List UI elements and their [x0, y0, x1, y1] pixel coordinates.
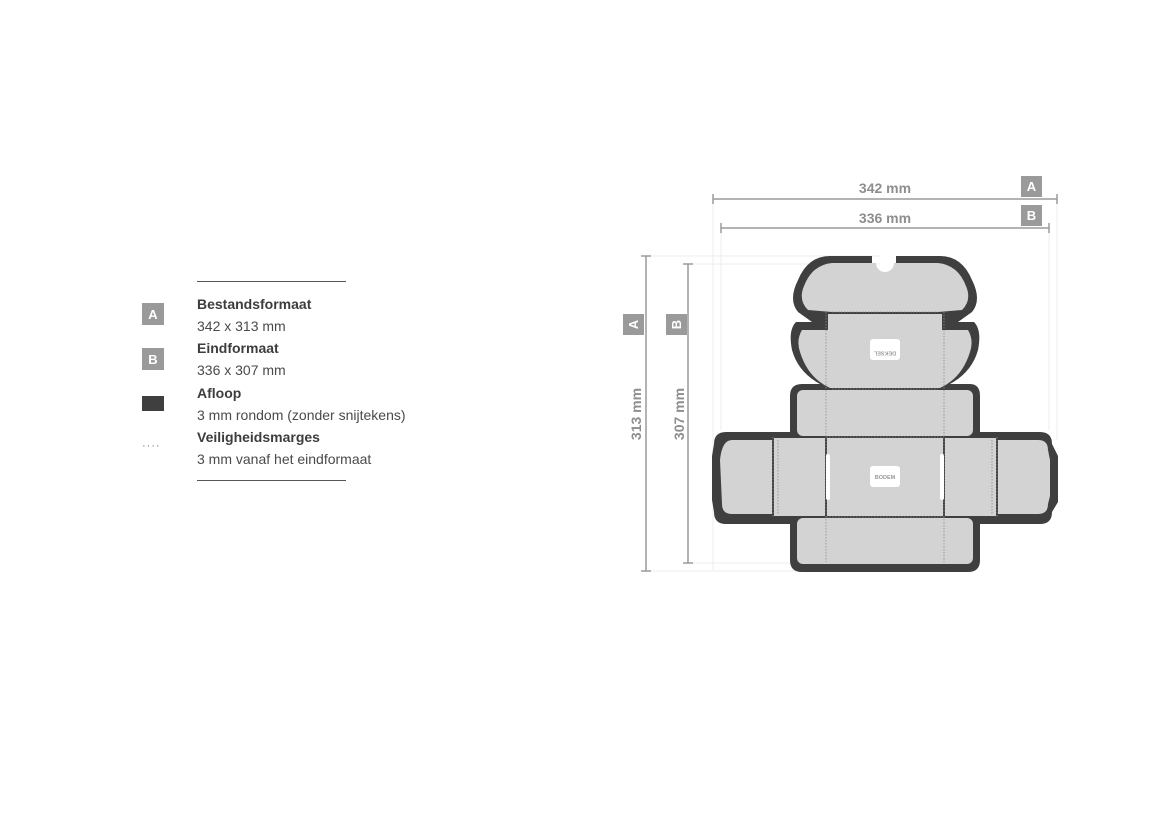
width-a-tag [1021, 176, 1042, 197]
width-b-tag-letter: B [1027, 208, 1036, 223]
legend-title-file-format: Bestandsformaat [197, 296, 312, 312]
lid-label: DEKSEL [873, 350, 896, 356]
legend-value-bleed: 3 mm rondom (zonder snijtekens) [197, 407, 406, 423]
lid-side-flap [797, 390, 973, 436]
legend-bottom-rule [197, 480, 346, 481]
height-dimension-a: A 313 mm [623, 255, 651, 572]
legend-value-final-format: 336 x 307 mm [197, 362, 286, 378]
width-dimension-b: 336 mm B [720, 205, 1050, 233]
fold-lines [772, 311, 998, 562]
front-flap-panel [797, 518, 973, 564]
legend-value-file-format: 342 x 313 mm [197, 318, 286, 334]
legend-value-safety-margins: 3 mm vanaf het eindformaat [197, 451, 372, 467]
lid-label-box [870, 339, 900, 360]
height-dimension-b: B 307 mm [666, 263, 693, 564]
legend-marker-b: B [142, 348, 164, 370]
right-side-panel-outer [998, 440, 1050, 514]
height-a-label: 313 mm [628, 388, 644, 440]
right-side-panel-inner [945, 438, 996, 516]
legend-top-rule [197, 281, 346, 282]
legend-marker-a: A [142, 303, 164, 325]
height-b-tag [666, 314, 687, 335]
bottom-label: BODEM [875, 475, 896, 481]
height-b-label: 307 mm [671, 388, 687, 440]
height-a-tag [623, 314, 644, 335]
left-side-panel-outer [720, 440, 772, 514]
legend-bleed-swatch [142, 396, 164, 411]
top-flap-panel [801, 263, 969, 312]
width-b-tag [1021, 205, 1042, 226]
width-dimension-a: 342 mm A [712, 176, 1058, 204]
bottom-label-box [870, 466, 900, 487]
left-side-panel-inner [774, 438, 825, 516]
width-b-label: 336 mm [859, 210, 911, 226]
width-a-label: 342 mm [859, 180, 911, 196]
legend-dotted-line-icon: ···· [142, 440, 161, 452]
legend-title-final-format: Eindformaat [197, 340, 279, 356]
legend-title-safety-margins: Veiligheidsmarges [197, 429, 320, 445]
height-b-tag-letter: B [669, 320, 684, 329]
height-a-tag-letter: A [626, 319, 641, 329]
width-a-tag-letter: A [1027, 179, 1037, 194]
left-tuck-slot [826, 454, 830, 500]
right-tuck-slot [940, 454, 944, 500]
legend-title-bleed: Afloop [197, 385, 242, 401]
